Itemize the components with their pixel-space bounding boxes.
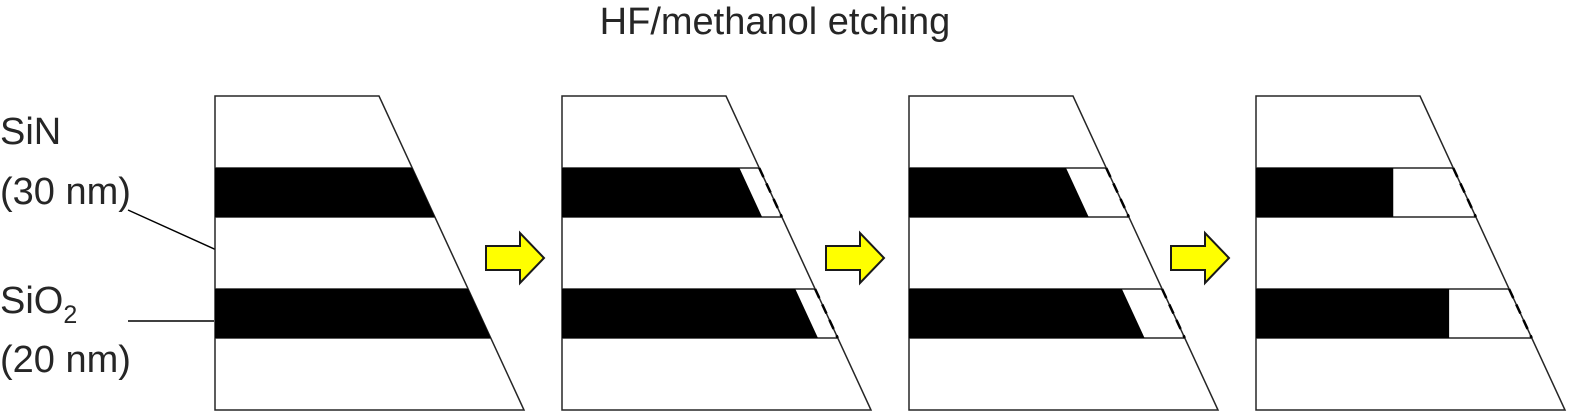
etched-sidewall-dash: [758, 167, 784, 218]
diagram-title: HF/methanol etching: [600, 1, 951, 43]
etched-sidewall-dash: [1160, 288, 1186, 339]
sio2-layer-2: [909, 289, 1145, 338]
stage-2-outline: [561, 95, 873, 411]
stage-3: [908, 95, 1220, 411]
sin-label: SiN: [0, 111, 61, 153]
stage-4-outline: [1255, 95, 1567, 411]
process-arrow-icon: [825, 230, 886, 286]
layer-labels: SiN (30 nm) SiO2 (20 nm): [0, 111, 233, 381]
sio2-thickness-label: (20 nm): [0, 339, 131, 381]
stage-2: [561, 95, 873, 411]
sio2-label: SiO2: [0, 280, 77, 329]
etched-sidewall-dash: [813, 288, 839, 339]
stage-4: [1255, 95, 1567, 411]
etched-sidewall-dash: [1507, 288, 1533, 339]
sio2-layer-1: [562, 168, 763, 217]
sio2-layer-2: [215, 289, 491, 338]
sio2-layer-2: [1256, 289, 1450, 338]
arrows-group: [485, 230, 1231, 286]
sio2-layer-1: [909, 168, 1089, 217]
stage-1-outline: [214, 95, 526, 411]
stages-group: [214, 95, 1567, 411]
stage-1: [214, 95, 526, 411]
sin-thickness-label: (30 nm): [0, 171, 131, 213]
process-arrow-icon: [485, 230, 546, 286]
process-arrow-icon: [1170, 230, 1231, 286]
sio2-layer-1: [1256, 168, 1394, 217]
sio2-layer-2: [562, 289, 818, 338]
etched-sidewall-dash: [1452, 167, 1478, 218]
etched-sidewall-dash: [1105, 167, 1131, 218]
sio2-layer-1: [215, 168, 435, 217]
